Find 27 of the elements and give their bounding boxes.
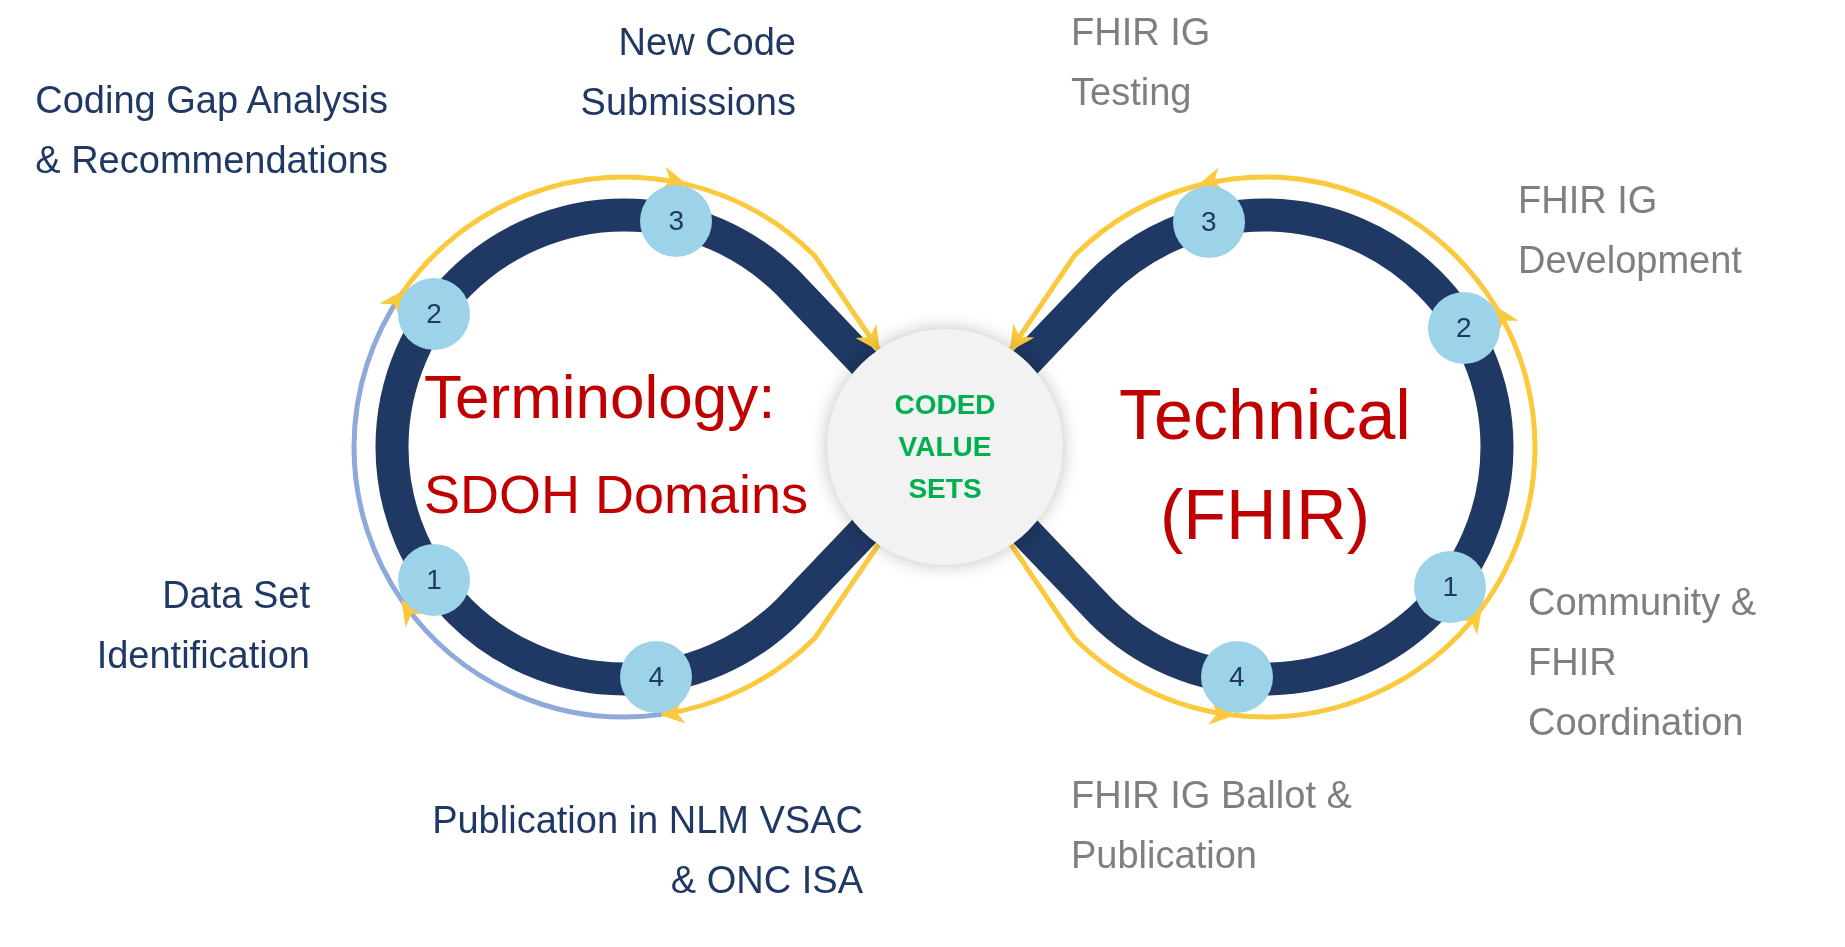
- step-number-circle: 4: [620, 640, 693, 713]
- loop-title: Terminology:: [424, 361, 777, 433]
- cycle-arrow: [1197, 168, 1499, 310]
- step-number-circle: 3: [1172, 185, 1245, 258]
- stage-label: FHIR IG Testing: [1071, 10, 1212, 115]
- stage-label: Data Set Identification: [95, 573, 310, 678]
- loop-title: Technical (FHIR): [1118, 375, 1412, 556]
- stage-label: Coding Gap Analysis & Recommendations: [34, 78, 388, 183]
- cycle-arrow: [351, 290, 405, 604]
- stage-label: FHIR IG Ballot & Publication: [1071, 773, 1353, 878]
- stage-label: New Code Submissions: [579, 20, 796, 125]
- step-number-circle: 4: [1200, 641, 1273, 714]
- cycle-arrow: [400, 599, 662, 720]
- loop-title: SDOH Domains: [424, 463, 810, 526]
- cycle-arrow: [1231, 607, 1483, 720]
- cycle-arrow: [684, 181, 881, 352]
- cycle-arrow: [1009, 182, 1201, 352]
- cycle-arrow: [1478, 305, 1538, 611]
- cycle-arrow: [400, 167, 688, 294]
- stage-label: Community & FHIR Coordination: [1528, 580, 1758, 745]
- stage-label: FHIR IG Development: [1518, 178, 1743, 283]
- step-number-circle: 3: [640, 184, 713, 257]
- center-text: CODED VALUE SETS: [893, 388, 997, 506]
- cycle-arrow: [659, 543, 881, 723]
- stage-label: Publication in NLM VSAC & ONC ISA: [431, 798, 863, 903]
- step-number-circle: 2: [1427, 291, 1500, 364]
- cycle-arrow: [1009, 543, 1235, 724]
